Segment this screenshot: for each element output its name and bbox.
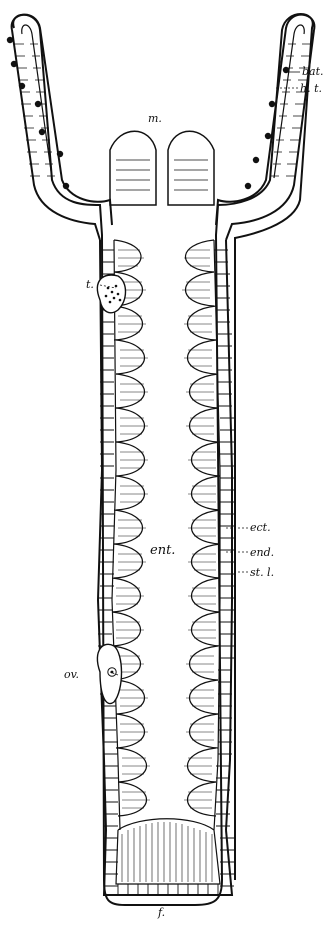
- label-stl: st. l.: [250, 566, 274, 579]
- testis: [97, 275, 125, 313]
- label-t: t.: [86, 278, 94, 291]
- left-tentacle-outer: [12, 15, 112, 225]
- label-f: f.: [157, 906, 165, 919]
- leader-lines: [100, 72, 300, 675]
- foot-endoderm: [118, 819, 214, 882]
- right-tentacle-inner: [274, 25, 304, 178]
- label-ect: ect.: [250, 521, 271, 534]
- left-endoderm-striations: [116, 250, 150, 808]
- label-m: m.: [148, 112, 162, 125]
- label-ov: ov.: [64, 668, 79, 681]
- label-ent: ent.: [150, 543, 175, 558]
- foot-bottom-cells: [118, 884, 218, 895]
- label-end: end.: [250, 546, 274, 559]
- hypostome: [110, 131, 214, 205]
- label-bat: bat.: [302, 65, 324, 78]
- foot-inner: [116, 830, 220, 884]
- right-endoderm-striations: [182, 250, 216, 808]
- left-body-wall-inner: [112, 240, 120, 830]
- right-body-wall-outer: [226, 240, 232, 830]
- label-ht: h. t.: [300, 82, 322, 95]
